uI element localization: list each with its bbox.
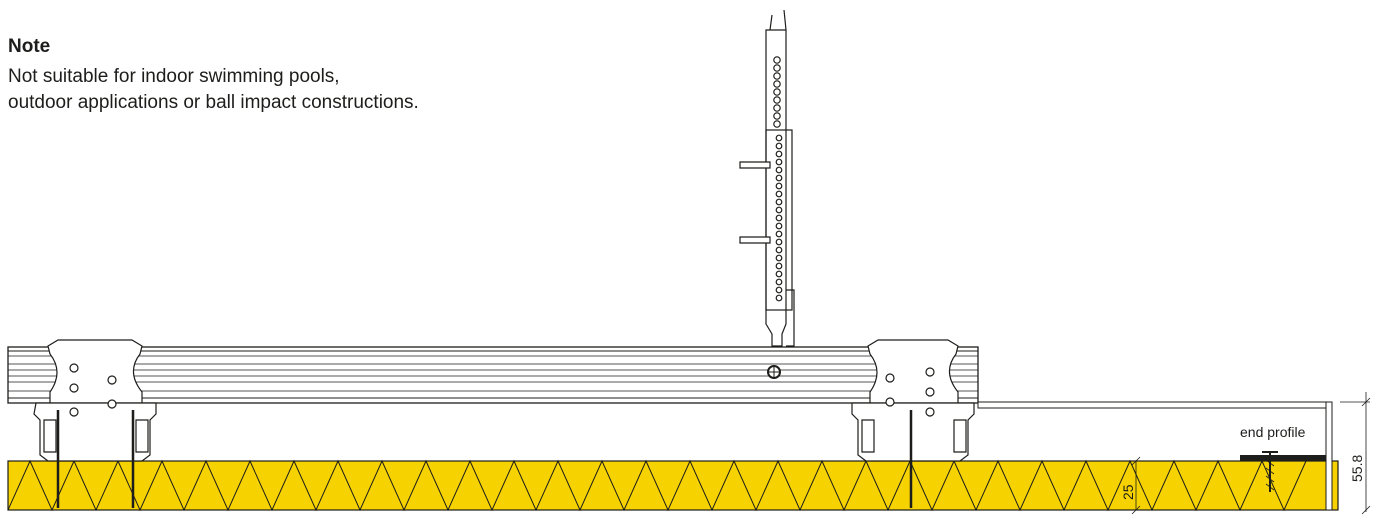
hanger-hole xyxy=(775,206,783,214)
note-line-2: outdoor applications or ball impact cons… xyxy=(8,92,419,113)
hanger-hole xyxy=(775,134,783,142)
hanger-hole xyxy=(773,120,781,128)
hanger-hole xyxy=(775,278,783,286)
hanger-hole xyxy=(773,112,781,120)
hanger-hole xyxy=(775,254,783,262)
hanger-hole xyxy=(775,294,783,302)
dimension-total-height xyxy=(1340,392,1371,515)
hanger-hole xyxy=(773,104,781,112)
end-profile-label: end profile xyxy=(1240,424,1306,440)
hanger-hole xyxy=(775,190,783,198)
hanger-hole xyxy=(775,174,783,182)
hanger-hole xyxy=(773,88,781,96)
hanger-hole xyxy=(775,270,783,278)
hanger-hole xyxy=(775,182,783,190)
hanger-hole xyxy=(775,158,783,166)
bracket-clip-right xyxy=(851,339,975,508)
note-block: Note Not suitable for indoor swimming po… xyxy=(8,36,419,116)
hanger-hole xyxy=(773,64,781,72)
note-title: Note xyxy=(8,36,51,57)
hanger-hole xyxy=(773,80,781,88)
hanger-hole xyxy=(773,96,781,104)
end-profile xyxy=(977,401,1333,511)
hanger-hole xyxy=(775,230,783,238)
total-height-label: 55.8 xyxy=(1349,455,1365,482)
hanger-hole xyxy=(775,246,783,254)
note-line-1: Not suitable for indoor swimming pools, xyxy=(8,66,340,87)
bracket-clip-left xyxy=(33,339,157,508)
hanger-hole xyxy=(775,198,783,206)
hanger-hole xyxy=(775,142,783,150)
hanger-hole xyxy=(775,222,783,230)
hanger-hole xyxy=(775,286,783,294)
hanger-hole xyxy=(773,72,781,80)
hanger-hole xyxy=(775,166,783,174)
hanger-hole xyxy=(773,56,781,64)
hanger-hole xyxy=(775,150,783,158)
hanger-holes xyxy=(773,56,783,302)
vertical-hanger xyxy=(739,9,795,379)
insulation-layer xyxy=(7,459,1339,512)
dimension-insulation xyxy=(1131,456,1141,515)
insulation-thickness-label: 25 xyxy=(1120,484,1136,500)
hanger-hole xyxy=(775,214,783,222)
hanger-hole xyxy=(775,262,783,270)
hanger-hole xyxy=(775,238,783,246)
main-profile xyxy=(7,346,979,404)
